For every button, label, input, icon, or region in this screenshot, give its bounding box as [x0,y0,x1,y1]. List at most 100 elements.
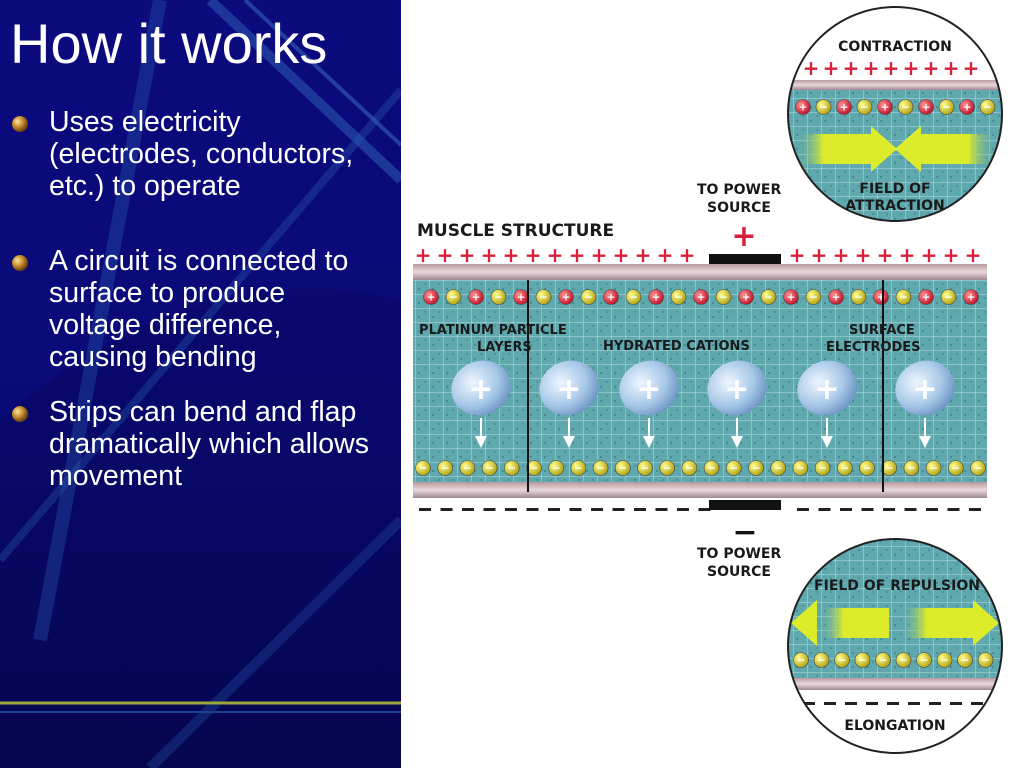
svg-text:−: − [797,655,806,667]
svg-text:−: − [539,292,548,304]
plus-charge-icon: + [613,243,630,267]
minus-charge-icon [904,508,917,511]
negative-ion-icon [834,652,850,668]
svg-text:+: + [427,292,436,304]
negative-ion-icon [637,460,653,476]
svg-text:−: − [663,463,672,475]
plus-charge-icon: + [437,243,454,267]
cation-droplet-icon: + [797,360,857,448]
svg-text:−: − [707,463,716,475]
negative-ion-icon [813,652,830,668]
negative-ion-icon [977,652,994,668]
negative-ion-icon [815,99,832,115]
minus-charge-icon [866,702,878,705]
cation-row-top: +−+−+−+−+−+−+−+−+−+−+−+−+ [423,289,979,305]
negative-ion-icon [938,99,955,115]
plus-charge-icon: + [657,243,674,267]
bullet-text: Uses electricity (electrodes, conductors… [49,106,354,202]
elongation-inset: −−−−−−−−−− FIELD OF REPULSION ELONGATION [787,538,1003,754]
svg-text:−: − [981,655,990,667]
svg-text:+: + [517,292,526,304]
minus-charge-icon [505,508,517,511]
elongation-label: ELONGATION [844,718,945,734]
svg-text:+: + [742,292,751,304]
minus-charge-icon [845,702,857,705]
plus-icon: + [731,219,756,254]
hydrated-cations-label: HYDRATED CATIONS [603,339,750,354]
plus-charge-icon: + [823,56,840,80]
negative-ion-icon [415,460,431,476]
svg-text:−: − [796,463,805,475]
svg-text:−: − [685,463,694,475]
minus-charge-icon [483,508,496,511]
svg-text:+: + [724,372,749,407]
power-source-top-label-2: SOURCE [707,200,771,216]
minus-charge-icon [861,508,874,511]
svg-text:−: − [907,463,916,475]
plus-charge-icon: + [525,243,542,267]
svg-text:−: − [854,292,863,304]
svg-text:−: − [485,463,494,475]
negative-ion-icon [725,460,742,476]
plus-charge-icon: + [503,243,520,267]
svg-text:+: + [562,292,571,304]
negative-ion-icon [615,460,631,476]
plus-charge-icon: + [965,243,982,267]
svg-text:−: − [885,463,894,475]
negative-ion-icon [881,460,898,476]
negative-ion-icon [897,99,914,115]
svg-text:−: − [819,102,828,114]
cation-droplet-icon: + [539,360,599,448]
svg-text:−: − [463,463,472,475]
svg-text:−: − [901,102,910,114]
svg-text:−: − [641,463,650,475]
positive-ion-icon [795,99,811,115]
bullet-sphere-icon [12,406,28,422]
minus-charge-icon [947,508,960,511]
svg-text:−: − [863,463,872,475]
positive-ion-icon [738,289,754,305]
svg-text:+: + [877,292,886,304]
platinum-label-2: LAYERS [477,340,532,355]
negative-ion-icon [814,460,831,476]
plus-charge-icon: + [903,56,920,80]
negative-ion-icon [748,460,764,476]
negative-ion-icon [940,289,957,305]
negative-ion-icon [947,460,964,476]
anion-row-bottom: −−−−−−−−−−−−−−−−−−−−−−−−−− [415,460,986,476]
background-decoration [0,0,401,768]
platinum-label: PLATINUM PARTICLE [419,323,567,338]
svg-text:−: − [552,463,561,475]
positive-ion-icon [828,289,844,305]
positive-ion-icon [783,289,799,305]
svg-text:+: + [922,292,931,304]
page-title: How it works [10,12,328,75]
plus-charge-icon: + [899,243,916,267]
minus-charge-icon [840,508,852,511]
svg-text:−: − [929,463,938,475]
positive-ion-icon [959,99,975,115]
svg-text:+: + [697,292,706,304]
negative-ion-icon [459,460,476,476]
minus-charge-icon [824,702,836,705]
muscle-structure-diagram: +−+−+−+−+−+−+−+−+−+−+−+−+ −−−−−−−−−−−−−−… [413,6,1003,754]
positive-ion-icon [468,289,484,305]
plus-charge-icon: + [811,243,828,267]
negative-ion-icon [659,460,676,476]
minus-charge-icon [698,508,711,511]
plus-charge-icon: + [591,243,608,267]
negative-ion-icon [760,289,777,305]
contraction-label: CONTRACTION [838,39,952,55]
minus-charge-icon [634,508,646,511]
plus-charge-icon: + [459,243,476,267]
negative-charge-row [419,508,981,511]
positive-ion-icon [558,289,574,305]
plus-charge-icon: + [635,243,652,267]
svg-text:−: − [817,655,826,667]
positive-ion-icon [918,289,934,305]
svg-text:−: − [530,463,539,475]
bullet-text: A circuit is connected to surface to pro… [49,245,349,373]
cation-droplet-icon: + [895,360,955,448]
field-attraction-label-2: ATTRACTION [845,198,944,214]
minus-charge-icon [887,702,899,705]
